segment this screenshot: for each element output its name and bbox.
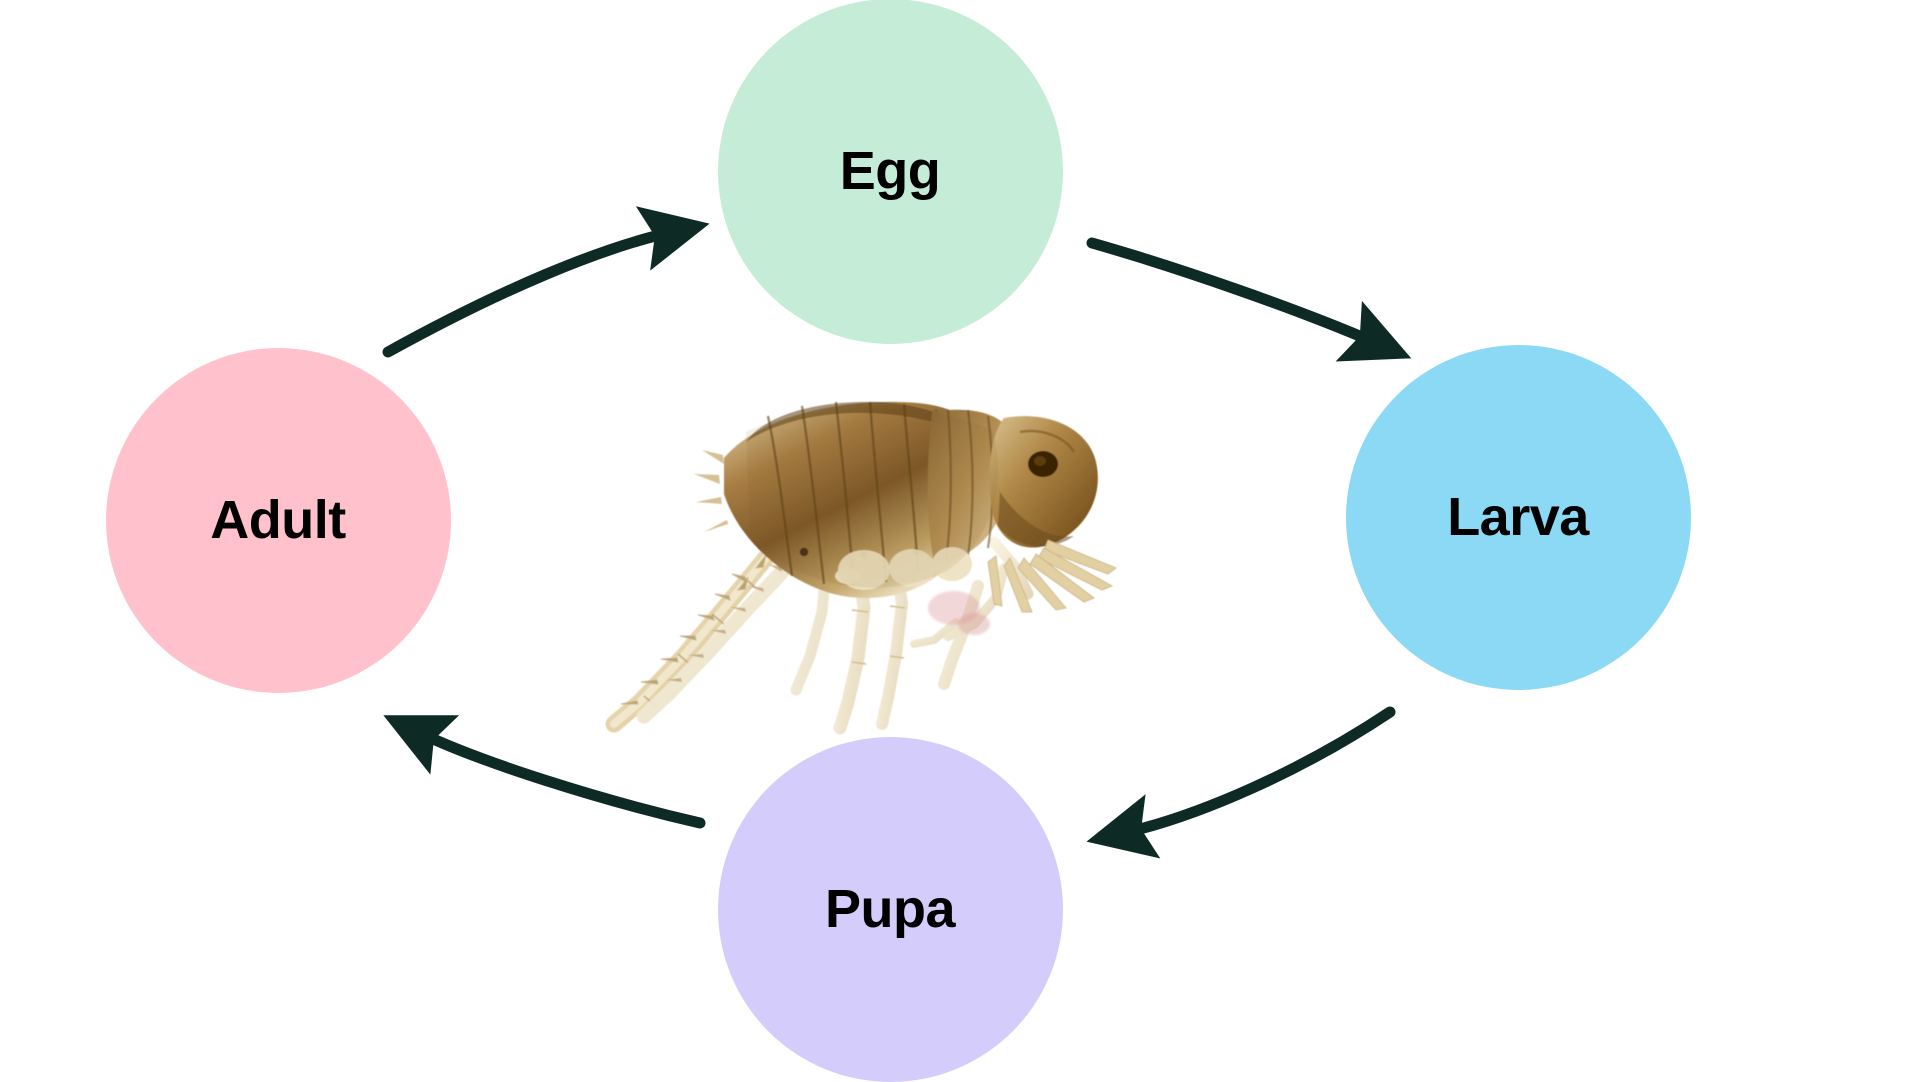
flea-thorax	[927, 409, 1015, 563]
cycle-node-larva[interactable]: Larva	[1345, 344, 1691, 690]
flea-coxae	[838, 547, 972, 590]
arrow-pupa-to-adult	[383, 715, 706, 829]
cycle-node-adult[interactable]: Adult	[105, 347, 451, 693]
arrow-larva-to-pupa	[1086, 706, 1396, 859]
cycle-node-adult-label: Adult	[210, 490, 346, 550]
flea-mouthparts	[987, 539, 1117, 613]
cycle-node-pupa-label: Pupa	[824, 879, 956, 939]
flea-hind-leg	[605, 539, 783, 733]
cycle-node-egg-label: Egg	[839, 141, 941, 201]
flea-front-legs	[910, 536, 1034, 690]
cycle-node-egg[interactable]: Egg	[717, 0, 1063, 344]
arrow-adult-to-egg	[382, 206, 710, 358]
flea-photograph	[605, 401, 1117, 735]
flea-abdomen	[694, 401, 985, 599]
flea-hind-leg-2	[636, 534, 818, 724]
flea-head	[989, 416, 1098, 548]
cycle-node-larva-label: Larva	[1447, 487, 1589, 547]
cycle-node-pupa[interactable]: Pupa	[717, 736, 1063, 1082]
arrow-egg-to-larva	[1086, 237, 1412, 362]
flea-middle-legs	[790, 556, 909, 735]
